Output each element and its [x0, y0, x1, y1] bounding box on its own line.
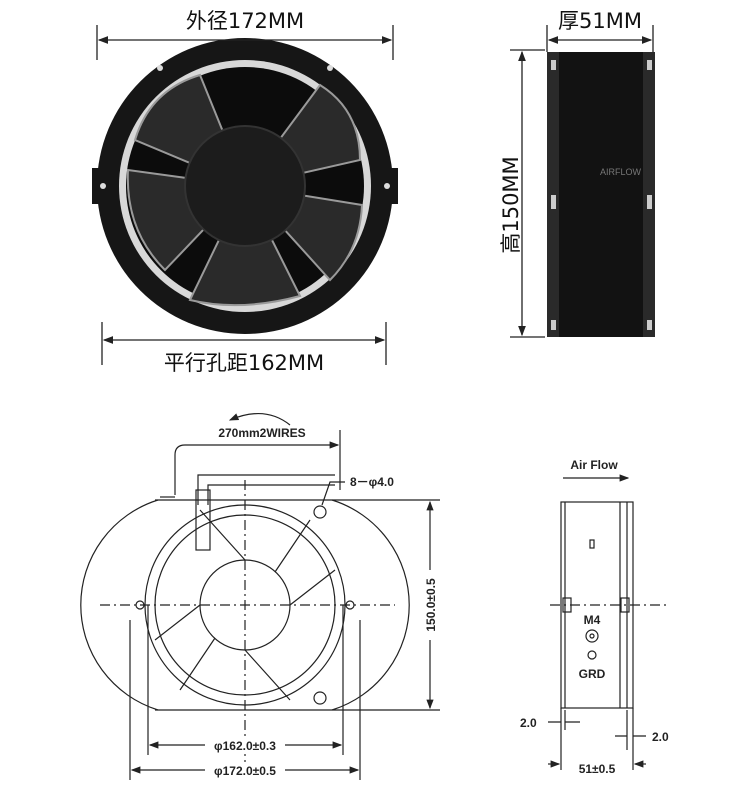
pitch-dim-label: φ162.0±0.3	[214, 739, 276, 753]
airflow-label: Air Flow	[570, 458, 618, 472]
height-label: 高150MM	[499, 156, 523, 253]
thickness-dimension	[546, 25, 654, 52]
holes-label: 8－φ4.0	[350, 475, 394, 489]
fan-side-photo: AIRFLOW	[547, 52, 655, 337]
ground-label: GRD	[579, 667, 606, 681]
screw-label: M4	[584, 613, 601, 627]
outer-diameter-label: 外径172MM	[186, 9, 304, 33]
airflow-marking: AIRFLOW	[600, 167, 642, 177]
thickness-dim-label: 51±0.5	[579, 762, 616, 776]
hole-pitch-dimension	[101, 322, 387, 365]
wires-label: 270mm2WIRES	[218, 426, 305, 440]
height-dimension	[510, 49, 545, 338]
front-technical-drawing	[80, 412, 440, 780]
right-flange-dim: 2.0	[652, 730, 669, 744]
hole-pitch-label: 平行孔距162MM	[164, 351, 324, 375]
left-flange-dim: 2.0	[520, 716, 537, 730]
thickness-label: 厚51MM	[558, 9, 642, 33]
fan-front-photo	[92, 38, 398, 334]
diameter-dim-label: φ172.0±0.5	[214, 764, 276, 778]
side-technical-drawing	[548, 474, 670, 770]
outer-diameter-dimension	[96, 25, 394, 60]
height-dim-label: 150.0±0.5	[424, 578, 438, 632]
